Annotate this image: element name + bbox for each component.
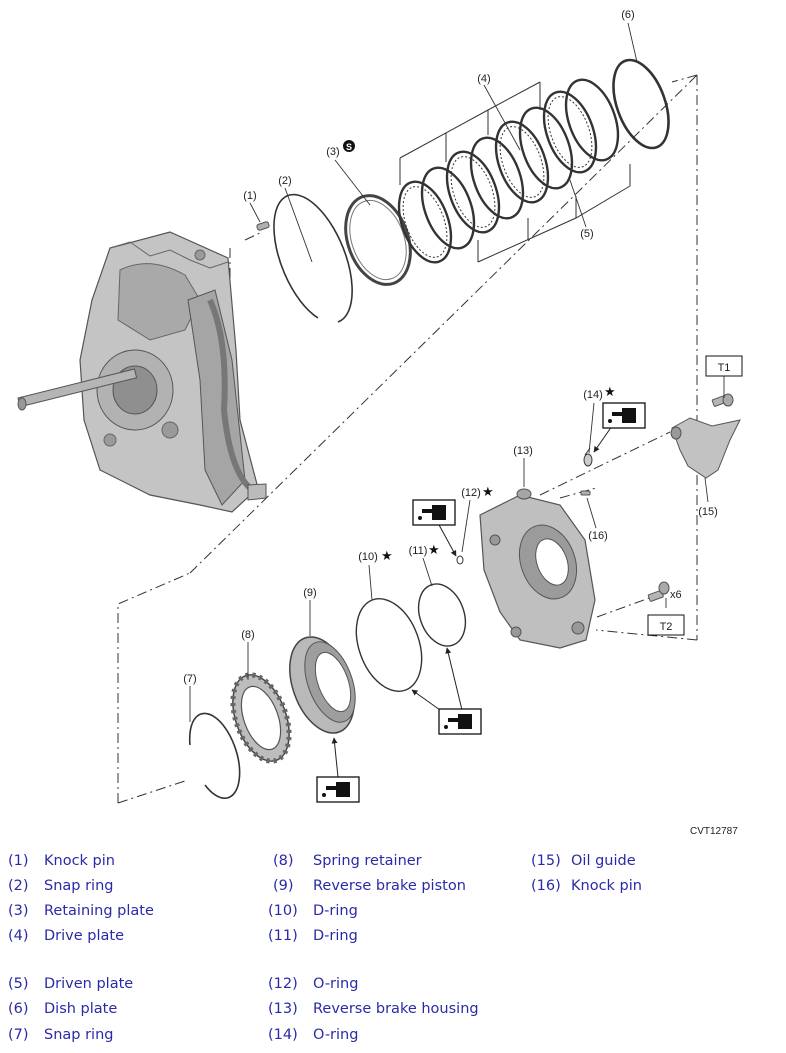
legend-item: (13)Reverse brake housing — [268, 1001, 479, 1017]
legend-item: (6)Dish plate — [8, 1001, 118, 1017]
callout-15: (15) — [698, 506, 718, 518]
oil-guide-15 — [670, 417, 741, 479]
legend-item: (1)Knock pin — [8, 853, 115, 869]
bolt-count-label: x6 — [670, 589, 682, 601]
legend-item: (7)Snap ring — [8, 1027, 114, 1043]
callout-7: (7) — [183, 673, 196, 685]
legend-item: (15)Oil guide — [531, 853, 636, 869]
legend-item: (11)D-ring — [268, 928, 358, 944]
plate-group-brackets — [399, 81, 631, 263]
snap-ring-7 — [188, 712, 241, 799]
retaining-plate-3 — [344, 194, 412, 286]
torque-box-t1: T1 — [705, 355, 743, 377]
callout-12: (12) — [461, 487, 481, 499]
oil-can-icon — [438, 708, 482, 735]
torque-box-t2: T2 — [647, 614, 685, 636]
bolt-t2 — [647, 581, 670, 602]
knock-pin-16 — [580, 490, 591, 496]
callout-16: (16) — [588, 530, 608, 542]
exploded-parts-diagram: T1 T2 x6 S (1) (2) (3) (4) (5) (6) (7) (… — [17, 9, 743, 804]
legend-item: (5)Driven plate — [8, 976, 134, 992]
clutch-plate-pack — [397, 78, 620, 264]
svg-text:★: ★ — [482, 485, 494, 500]
callout-3: (3) — [326, 146, 339, 158]
oil-can-icon — [602, 402, 646, 429]
legend-item: (2)Snap ring — [8, 878, 114, 894]
d-ring-10 — [355, 598, 423, 692]
svg-text:S: S — [346, 142, 352, 152]
svg-text:T1: T1 — [718, 362, 731, 374]
reverse-brake-piston-9 — [289, 636, 356, 734]
d-ring-11 — [417, 583, 467, 647]
callout-8: (8) — [241, 629, 254, 641]
callout-5: (5) — [580, 228, 593, 240]
o-ring-14 — [583, 453, 593, 467]
o-ring-12 — [456, 555, 464, 565]
bolt-t1 — [711, 393, 734, 407]
callout-11: (11) — [409, 545, 428, 557]
oil-can-icon — [412, 499, 456, 526]
transmission-case — [17, 231, 267, 513]
callout-9: (9) — [303, 587, 316, 599]
snap-ring-2 — [273, 193, 353, 323]
callout-13: (13) — [513, 445, 533, 457]
callout-labels: (1) (2) (3) (4) (5) (6) (7) (8) (9) (10)… — [183, 9, 718, 685]
legend-item: (16)Knock pin — [531, 878, 642, 894]
legend-item: (8)Spring retainer — [273, 853, 422, 869]
legend-item: (9)Reverse brake piston — [273, 878, 466, 894]
callout-14: (14) — [583, 389, 603, 401]
replace-icon: S — [343, 140, 355, 152]
svg-text:T2: T2 — [660, 621, 673, 633]
legend-item: (4)Drive plate — [8, 928, 124, 944]
callout-1: (1) — [243, 190, 256, 202]
spring-retainer-8 — [230, 672, 292, 764]
reverse-brake-housing-13 — [479, 488, 596, 649]
legend-item: (12)O-ring — [268, 976, 359, 992]
leader-lines — [189, 22, 725, 722]
callout-2: (2) — [278, 175, 291, 187]
knock-pin-1 — [256, 221, 270, 231]
callout-4: (4) — [477, 73, 490, 85]
oil-application-arrows — [331, 425, 613, 778]
callout-6: (6) — [621, 9, 634, 21]
star-icon: ★ ★ ★ ★ — [381, 385, 616, 564]
svg-text:★: ★ — [381, 549, 393, 564]
svg-text:★: ★ — [604, 385, 616, 400]
dish-plate-6 — [612, 58, 670, 150]
legend-item: (14)O-ring — [268, 1027, 359, 1043]
legend-item: (3)Retaining plate — [8, 903, 154, 919]
oil-can-icon — [316, 776, 360, 803]
legend-item: (10)D-ring — [268, 903, 358, 919]
figure-code: CVT12787 — [690, 826, 738, 837]
callout-10: (10) — [358, 551, 378, 563]
svg-text:★: ★ — [428, 543, 440, 558]
